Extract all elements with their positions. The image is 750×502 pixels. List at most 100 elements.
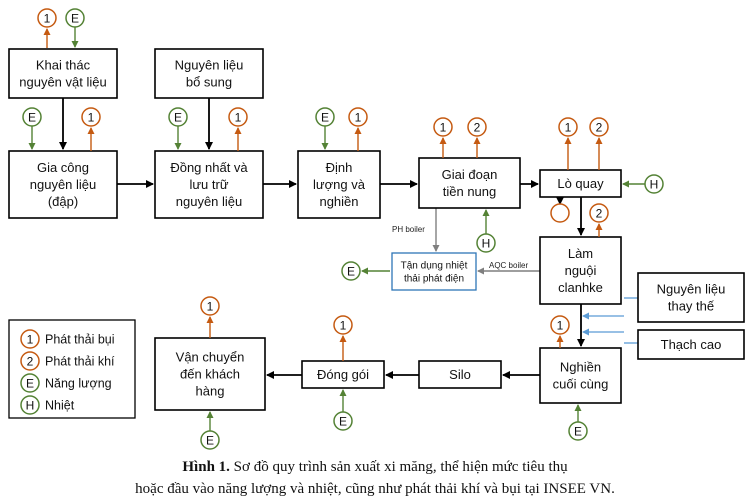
node-precalc-box	[418, 157, 521, 209]
node-precalc-label: Giai đoạn	[442, 167, 498, 182]
node-alt-material-box	[637, 272, 745, 323]
emission-marker-1-ring	[558, 117, 578, 137]
caption-prefix: Hình 1.	[182, 459, 230, 475]
emission-marker-1-symbol: 1	[565, 120, 572, 134]
legend-item-label: Phát thải bụi	[45, 333, 115, 347]
emission-marker-1-ring	[433, 117, 453, 137]
node-heat-recovery-label: Tận dụng nhiệt	[401, 260, 468, 271]
energy-marker-ring	[341, 261, 361, 281]
node-silo-box	[418, 360, 502, 389]
emission-marker-1: 1	[333, 315, 353, 335]
node-extract-label: Khai thác	[36, 57, 91, 72]
energy-marker-ring	[22, 107, 42, 127]
node-dose-label: Định	[326, 160, 353, 175]
node-finish-grind-box	[539, 347, 622, 404]
energy-marker-symbol: E	[206, 433, 214, 447]
node-silo: Silo	[418, 360, 502, 389]
node-homogenize-label: nguyên liệu	[176, 194, 243, 209]
heat-marker-ring	[644, 174, 664, 194]
node-alt-material-label: thay thế	[668, 299, 715, 314]
emission-marker-2-symbol: 2	[596, 206, 603, 220]
node-heat-recovery-label: thải phát điện	[404, 274, 464, 285]
legend-symbol-E-symbol: E	[26, 376, 34, 390]
node-precalc-label: tiền nung	[443, 184, 497, 199]
energy-marker: E	[22, 107, 42, 127]
legend-symbol-2: 2	[20, 351, 40, 371]
heat-marker-ring	[476, 233, 496, 253]
emission-marker-2-ring	[467, 117, 487, 137]
energy-marker-symbol: E	[339, 414, 347, 428]
legend-symbol-E-ring	[20, 373, 40, 393]
energy-marker-ring	[568, 421, 588, 441]
node-gypsum: Thạch cao	[637, 329, 745, 360]
node-process-box	[8, 150, 118, 219]
energy-marker-symbol: E	[347, 264, 355, 278]
node-heat-recovery-box	[391, 252, 477, 291]
emission-marker-1-ring	[228, 107, 248, 127]
energy-marker: E	[315, 107, 335, 127]
node-supplement-box	[154, 48, 264, 99]
emission-marker-2-symbol: 2	[474, 120, 481, 134]
node-extract-box	[8, 48, 118, 99]
node-transport-label: Vận chuyển	[176, 349, 245, 364]
legend-symbol-E: E	[20, 373, 40, 393]
node-transport-label: hàng	[196, 384, 225, 399]
heat-marker: H	[476, 233, 496, 253]
legend-item-label: Phát thải khí	[45, 355, 115, 369]
legend-symbol-2-symbol: 2	[27, 354, 34, 368]
emission-marker-1: 1	[558, 117, 578, 137]
legend-item-label: Năng lượng	[45, 377, 112, 391]
emission-marker-1-ring	[333, 315, 353, 335]
node-alt-material: Nguyên liệu thay thế	[637, 272, 745, 323]
node-finish-grind-label: cuối cùng	[553, 377, 609, 392]
node-process-label: (đập)	[48, 194, 78, 209]
emission-marker-1-symbol: 1	[44, 11, 51, 25]
emission-marker-1-symbol: 1	[88, 110, 95, 124]
node-kiln-label: Lò quay	[557, 176, 604, 191]
emission-marker-1-ring	[37, 8, 57, 28]
energy-marker-symbol: E	[574, 424, 582, 438]
node-transport-box	[154, 337, 266, 411]
legend-symbol-H: H	[20, 395, 40, 415]
node-dose-label: lượng và	[313, 177, 366, 192]
figure-caption: Hình 1. Sơ đồ quy trình sản xuất xi măng…	[0, 456, 750, 500]
emission-marker-1-symbol: 1	[235, 110, 242, 124]
node-process-label: nguyên liệu	[30, 177, 97, 192]
node-process-label: Gia công	[37, 160, 89, 175]
node-kiln-box	[539, 169, 622, 198]
energy-marker: E	[200, 430, 220, 450]
node-alt-material-label: Nguyên liệu	[657, 281, 726, 296]
energy-marker: E	[568, 421, 588, 441]
emission-marker-1: 1	[37, 8, 57, 28]
energy-marker: E	[333, 411, 353, 431]
emission-marker-1: 1	[228, 107, 248, 127]
kiln-dust-marker-blank-ring	[550, 203, 570, 223]
aqc-boiler-label: AQC boiler	[489, 261, 528, 270]
emission-marker-1: 1	[550, 315, 570, 335]
node-homogenize-box	[154, 150, 264, 219]
emission-marker-1: 1	[433, 117, 453, 137]
heat-marker-symbol: H	[650, 177, 659, 191]
energy-marker-symbol: E	[321, 110, 329, 124]
node-transport-label: đến khách	[180, 367, 240, 382]
legend-symbol-2-ring	[20, 351, 40, 371]
emission-marker-2: 2	[589, 203, 609, 223]
emission-marker-1-symbol: 1	[440, 120, 447, 134]
emission-marker-2: 2	[467, 117, 487, 137]
emission-marker-2: 2	[589, 117, 609, 137]
node-supplement-label: bổ sung	[186, 75, 232, 90]
ph-boiler-label: PH boiler	[392, 225, 425, 234]
legend-symbol-1-symbol: 1	[27, 332, 34, 346]
legend-symbol-H-symbol: H	[26, 398, 35, 412]
heat-marker-symbol: H	[482, 236, 491, 250]
emission-marker-1-symbol: 1	[355, 110, 362, 124]
node-precalc: Giai đoạn tiền nung	[418, 157, 521, 209]
caption-line2: hoặc đầu vào năng lượng và nhiệt, cũng n…	[135, 481, 615, 497]
emission-marker-1-ring	[81, 107, 101, 127]
